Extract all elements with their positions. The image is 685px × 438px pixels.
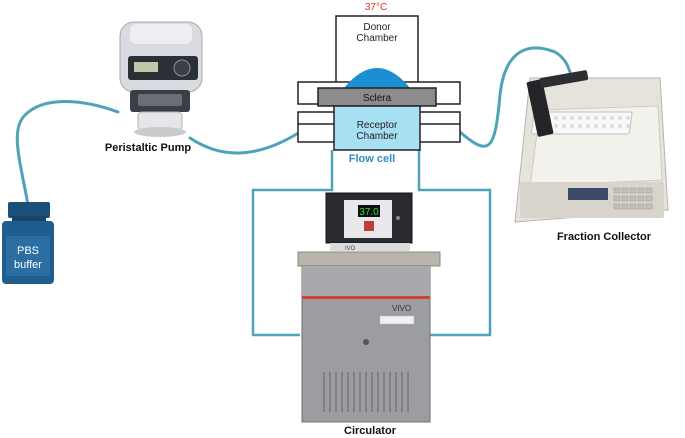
circulator-logo-box [364, 221, 374, 231]
receptor-label-1: Receptor [357, 120, 398, 131]
pump-screen [134, 62, 158, 72]
circulator-front-brand: VIVO [392, 304, 411, 313]
flow-cell: 37°C Donor Chamber Sclera Receptor Chamb… [298, 2, 460, 165]
pump-foot [134, 127, 186, 137]
circulator-knob [396, 216, 400, 220]
circulator-stripe [302, 296, 430, 299]
tubing [17, 48, 570, 205]
pump-top [130, 24, 192, 44]
bottle-label-line2: buffer [14, 259, 42, 271]
donor-label-1: Donor [363, 22, 391, 33]
circulator-tag [380, 316, 414, 324]
circulator-lid [298, 252, 440, 266]
circulator-vents [324, 372, 408, 412]
circulator-display: 37.0 [359, 207, 379, 218]
flow-cell-temperature: 37°C [365, 2, 387, 13]
flow-cell-caption: Flow cell [349, 153, 395, 165]
circulator-upper-band [302, 266, 430, 296]
bottle-label-line1: PBS [17, 245, 39, 257]
circulator-label: Circulator [344, 425, 397, 437]
circulator-drain [363, 339, 369, 345]
pump-label: Peristaltic Pump [105, 142, 191, 154]
tube-bottle-to-pump [17, 101, 118, 205]
receptor-label-2: Chamber [356, 131, 398, 142]
collector-display [568, 188, 608, 200]
collector-label: Fraction Collector [557, 231, 652, 243]
fraction-collector: Fraction Collector [515, 70, 668, 243]
collector-keypad [614, 188, 652, 209]
pbs-bottle: PBS buffer [2, 202, 54, 284]
peristaltic-pump: Peristaltic Pump [105, 22, 202, 154]
pump-dial [174, 60, 190, 76]
bottle-cap [8, 202, 50, 218]
donor-label-2: Chamber [356, 33, 398, 44]
circulator-neck [330, 243, 410, 251]
circulator: 37.0 IVO VIVO Circulator [298, 193, 440, 437]
pump-head-inner [138, 94, 182, 106]
tube-pump-to-cell [190, 132, 300, 153]
circulator-brand: IVO [345, 246, 356, 252]
sclera-label: Sclera [363, 93, 392, 104]
